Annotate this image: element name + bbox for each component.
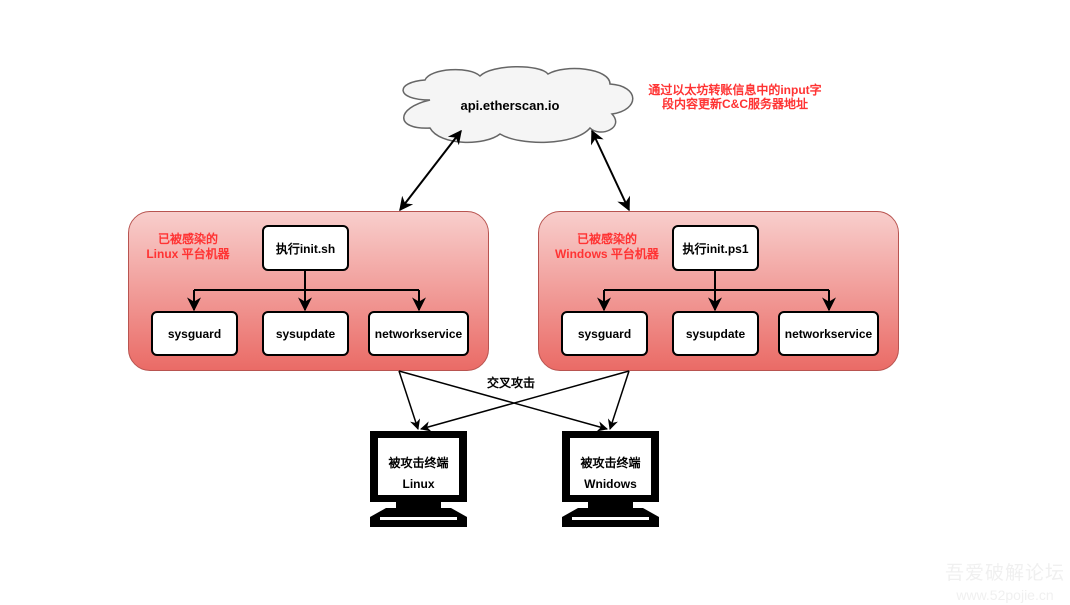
windows-terminal-line2: Wnidows — [584, 477, 637, 491]
windows-terminal-monitor-icon — [562, 431, 659, 527]
windows-tree-edges — [597, 270, 836, 312]
windows-child-sysguard[interactable]: sysguard — [561, 311, 648, 356]
linux-terminal-line1: 被攻击终端 — [388, 456, 449, 470]
windows-child-sysupdate[interactable]: sysupdate — [672, 311, 759, 356]
windows-terminal-label: 被攻击终端 Wnidows — [562, 453, 659, 495]
linux-terminal-line2: Linux — [402, 477, 435, 491]
linux-child-sysupdate[interactable]: sysupdate — [262, 311, 349, 356]
windows-terminal-line1: 被攻击终端 — [580, 456, 641, 470]
annotation-note-line2: 段内容更新C&C服务器地址 — [662, 97, 808, 111]
annotation-note: 通过以太坊转账信息中的input字 段内容更新C&C服务器地址 — [640, 83, 830, 111]
linux-tree-edges — [187, 270, 426, 312]
windows-child-networkservice[interactable]: networkservice — [778, 311, 879, 356]
watermark-line2: www.52pojie.cn — [956, 587, 1054, 603]
watermark: 吾爱破解论坛 www.52pojie.cn — [945, 558, 1065, 603]
linux-child-networkservice[interactable]: networkservice — [368, 311, 469, 356]
linux-root-node[interactable]: 执行init.sh — [262, 225, 349, 271]
watermark-line1: 吾爱破解论坛 — [945, 563, 1066, 584]
windows-group-label-line2: Windows 平台机器 — [555, 247, 659, 261]
linux-terminal-label: 被攻击终端 Linux — [370, 453, 467, 495]
cloud-linux-link — [399, 129, 462, 212]
cross-attack-label: 交叉攻击 — [487, 376, 536, 390]
linux-terminal-monitor-icon — [370, 431, 467, 527]
annotation-note-line1: 通过以太坊转账信息中的input字 — [648, 83, 822, 97]
windows-root-node[interactable]: 执行init.ps1 — [672, 225, 759, 271]
linux-group-label-line1: 已被感染的 — [157, 232, 218, 246]
cloud-windows-link — [591, 129, 630, 212]
linux-group-label-line2: Linux 平台机器 — [146, 247, 230, 261]
cloud-label: api.etherscan.io — [460, 98, 560, 113]
windows-group-label-line1: 已被感染的 — [576, 232, 637, 246]
linux-group-label: 已被感染的 Linux 平台机器 — [138, 232, 238, 262]
windows-group-label: 已被感染的 Windows 平台机器 — [548, 232, 666, 262]
linux-child-sysguard[interactable]: sysguard — [151, 311, 238, 356]
cross-attack-edges — [398, 370, 630, 432]
